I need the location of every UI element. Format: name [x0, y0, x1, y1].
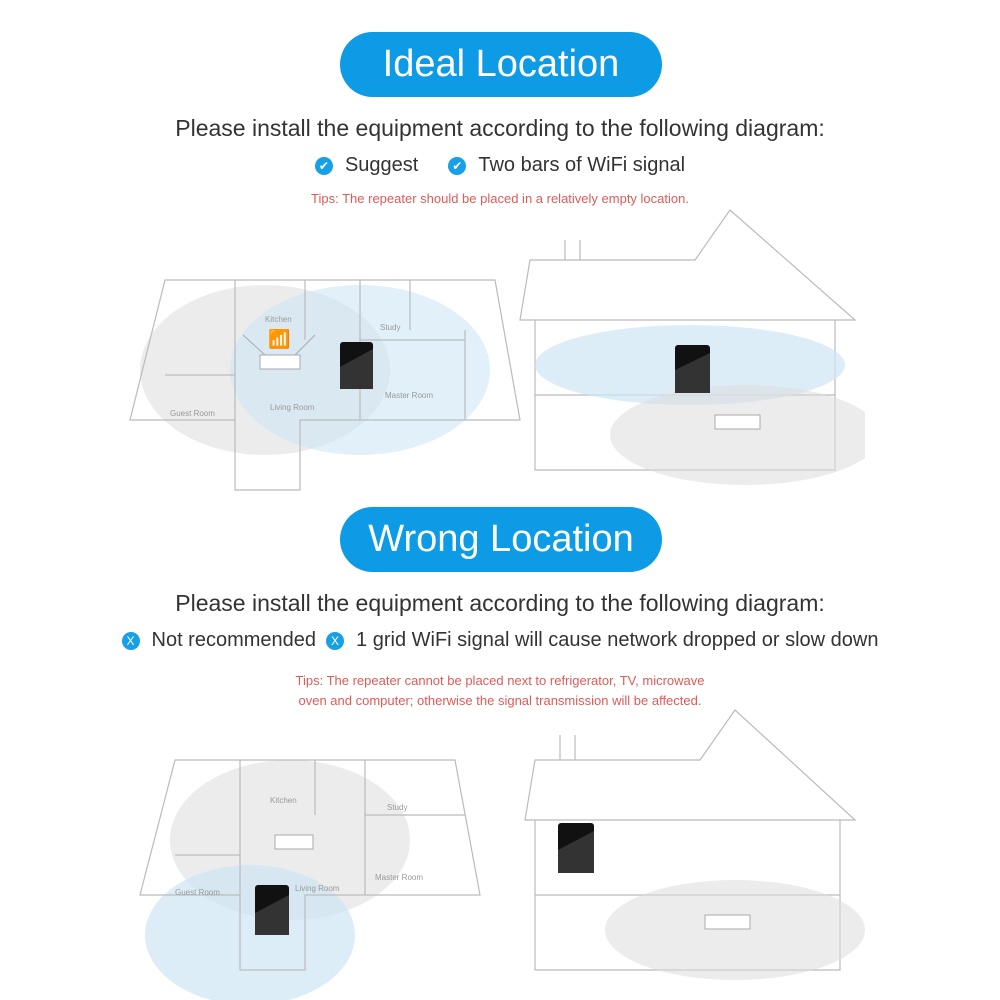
room-label-study: Study: [387, 803, 407, 812]
wrong-instruction: Please install the equipment according t…: [175, 590, 825, 616]
repeater-icon: [558, 823, 594, 873]
repeater-icon: [255, 885, 289, 935]
x-icon: X: [121, 631, 140, 650]
criteria-not-recommended: Not recommended: [151, 629, 317, 651]
room-label-living-room: Living Room: [270, 403, 315, 412]
ideal-criteria: ✔ Suggest ✔ Two bars of WiFi signal: [0, 154, 1000, 177]
wrong-tip: Tips: The repeater cannot be placed next…: [0, 671, 1000, 711]
room-label-guest-room: Guest Room: [175, 888, 220, 897]
room-label-master-room: Master Room: [375, 873, 423, 882]
router-icon: [704, 914, 751, 930]
room-label-kitchen: Kitchen: [270, 796, 297, 805]
ideal-floor-plan-illustration: Kitchen Study Guest Room Living Room Mas…: [129, 279, 521, 491]
room-label-master-room: Master Room: [385, 391, 433, 400]
wrong-tip-line: oven and computer; otherwise the signal …: [298, 693, 702, 708]
router-icon: [274, 834, 314, 850]
router-icon: [242, 334, 316, 370]
ideal-instruction: Please install the equipment according t…: [175, 115, 825, 141]
wrong-house-illustration: [524, 709, 865, 980]
room-label-guest-room: Guest Room: [170, 409, 215, 418]
x-icon: X: [326, 631, 345, 650]
criteria-two-bars: Two bars of WiFi signal: [478, 154, 686, 176]
room-label-study: Study: [380, 323, 400, 332]
criteria-one-grid: 1 grid WiFi signal will cause network dr…: [356, 629, 879, 651]
wrong-tip-line: Tips: The repeater cannot be placed next…: [295, 673, 705, 688]
ideal-location-heading: Ideal Location: [340, 32, 662, 97]
wrong-floor-plan-illustration: Kitchen Study Guest Room Living Room Mas…: [139, 759, 481, 1000]
check-icon: ✔: [314, 156, 333, 175]
router-icon: [714, 414, 761, 430]
ideal-tip: Tips: The repeater should be placed in a…: [311, 191, 689, 206]
ideal-house-illustration: [519, 209, 865, 485]
criteria-suggest: Suggest: [344, 154, 419, 176]
wrong-location-heading: Wrong Location: [340, 507, 662, 572]
room-label-living-room: Living Room: [295, 884, 340, 893]
room-label-kitchen: Kitchen: [265, 315, 292, 324]
check-icon: ✔: [448, 156, 467, 175]
repeater-icon: [675, 345, 710, 393]
repeater-icon: [340, 342, 373, 389]
wrong-criteria: X Not recommended X 1 grid WiFi signal w…: [0, 629, 1000, 652]
wifi-icon: 📶: [268, 328, 290, 349]
